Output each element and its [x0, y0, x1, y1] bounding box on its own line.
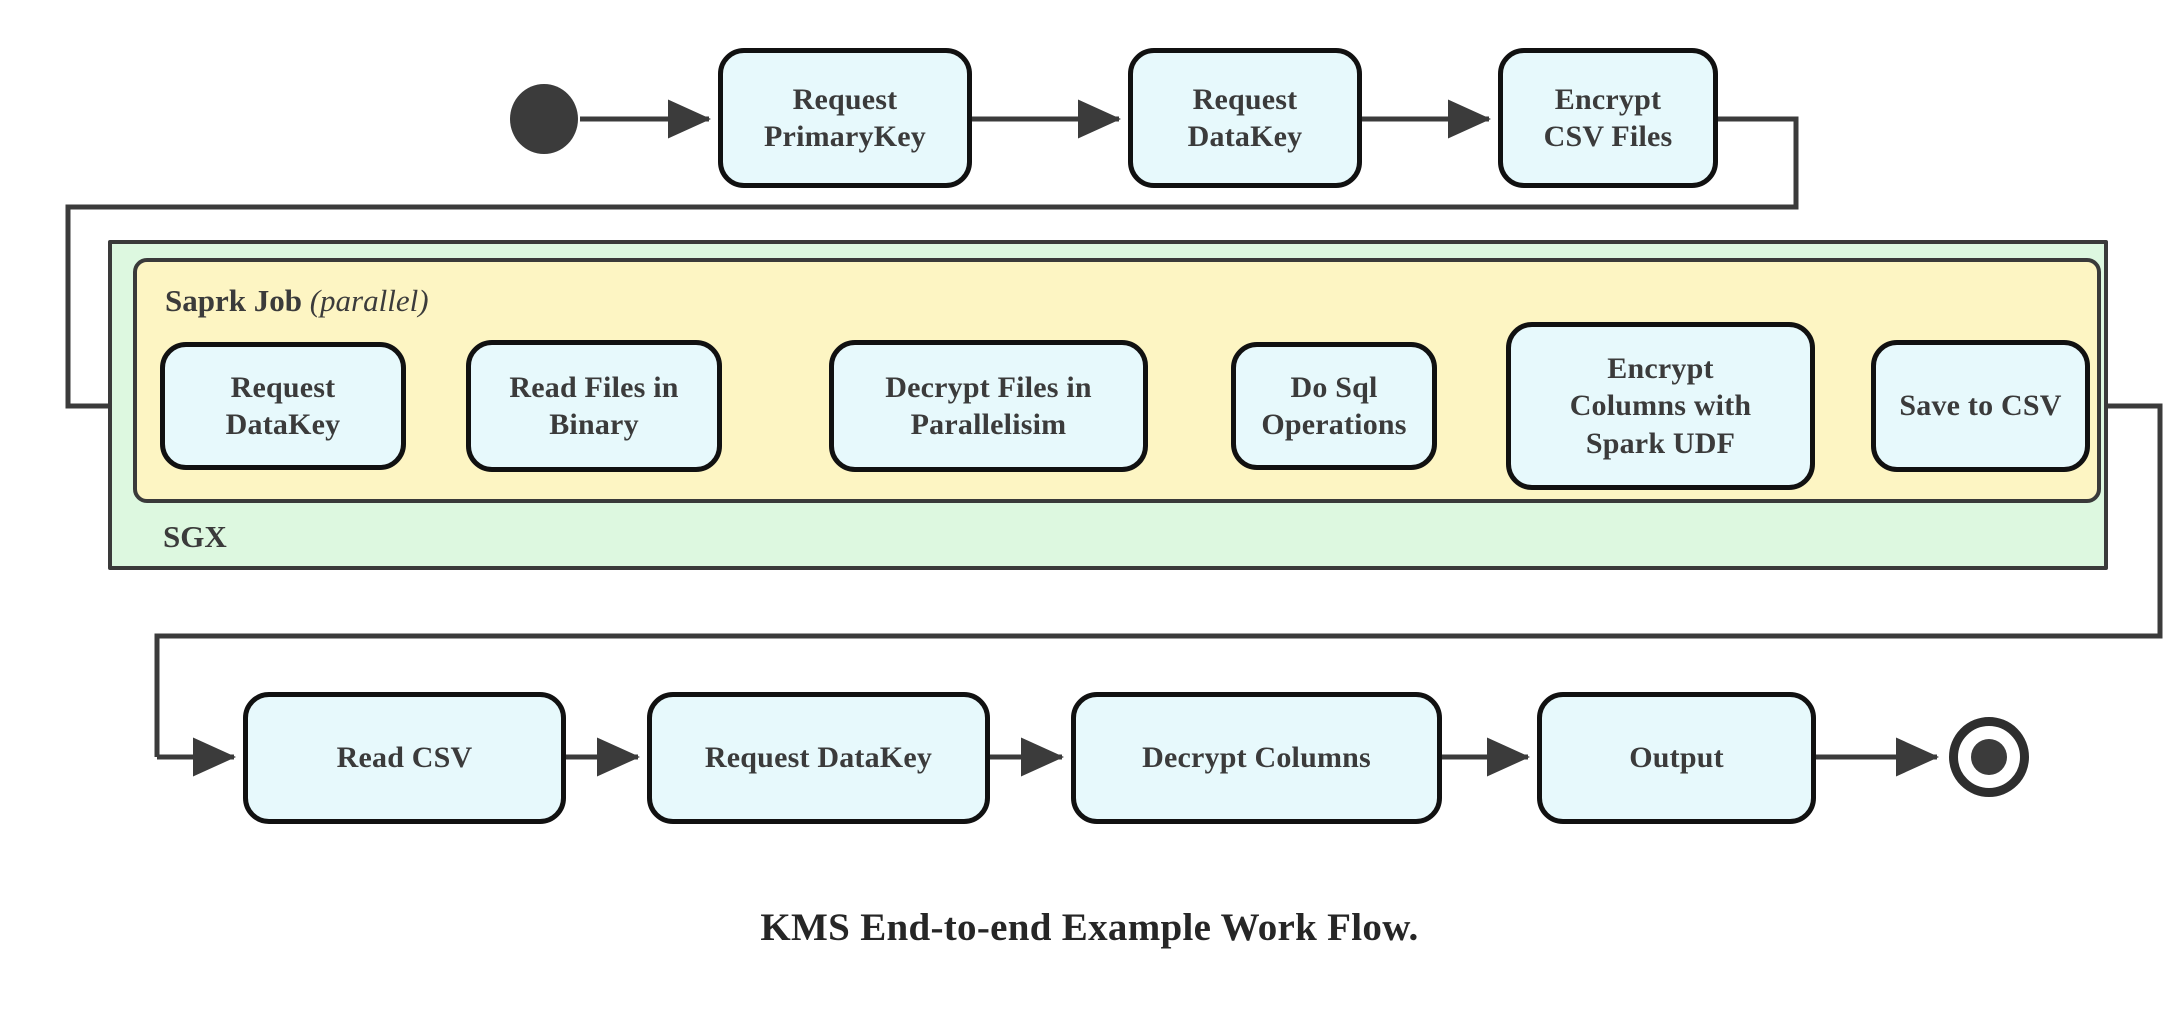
- node-request-datakey-bottom-label: Request DataKey: [704, 741, 933, 775]
- node-request-primarykey-label: Request PrimaryKey: [764, 82, 926, 153]
- node-request-datakey-top-label: Request DataKey: [1187, 82, 1303, 153]
- node-read-csv[interactable]: Read CSV: [243, 692, 566, 824]
- node-encrypt-columns-with-spark-udf[interactable]: Encrypt Columns with Spark UDF: [1506, 322, 1815, 490]
- node-request-datakey-top[interactable]: Request DataKey: [1128, 48, 1362, 188]
- node-request-datakey-bottom[interactable]: Request DataKey: [647, 692, 990, 824]
- node-do-sql-operations-label: Do Sql Operations: [1261, 370, 1407, 441]
- node-encrypt-columns-with-spark-udf-label: Encrypt Columns with Spark UDF: [1569, 352, 1752, 460]
- node-output-label: Output: [1629, 741, 1724, 775]
- node-read-files-in-binary[interactable]: Read Files in Binary: [466, 340, 722, 472]
- node-save-to-csv-label: Save to CSV: [1899, 389, 2062, 423]
- spark-job-label-main: Saprk Job: [165, 283, 302, 318]
- start-state-marker: [510, 84, 578, 154]
- end-state-marker: [1949, 717, 2029, 797]
- node-request-datakey-spark[interactable]: Request DataKey: [160, 342, 406, 470]
- end-state-inner-dot: [1971, 739, 2007, 775]
- diagram-caption: KMS End-to-end Example Work Flow.: [0, 905, 2179, 950]
- node-decrypt-files-in-parallelisim[interactable]: Decrypt Files in Parallelisim: [829, 340, 1148, 472]
- node-encrypt-csv-files-label: Encrypt CSV Files: [1543, 82, 1673, 153]
- node-do-sql-operations[interactable]: Do Sql Operations: [1231, 342, 1437, 470]
- diagram-caption-text: KMS End-to-end Example Work Flow.: [760, 906, 1419, 949]
- sgx-label-text: SGX: [163, 519, 227, 554]
- spark-job-label: Saprk Job (parallel): [165, 283, 429, 319]
- node-read-files-in-binary-label: Read Files in Binary: [509, 370, 679, 441]
- node-read-csv-label: Read CSV: [336, 741, 473, 775]
- node-save-to-csv[interactable]: Save to CSV: [1871, 340, 2090, 472]
- sgx-label: SGX: [163, 519, 227, 555]
- node-decrypt-files-in-parallelisim-label: Decrypt Files in Parallelisim: [885, 370, 1092, 441]
- node-decrypt-columns-label: Decrypt Columns: [1142, 741, 1371, 775]
- node-output[interactable]: Output: [1537, 692, 1816, 824]
- spark-job-label-parallel: (parallel): [309, 283, 429, 318]
- node-request-datakey-spark-label: Request DataKey: [225, 370, 341, 441]
- node-decrypt-columns[interactable]: Decrypt Columns: [1071, 692, 1442, 824]
- node-encrypt-csv-files[interactable]: Encrypt CSV Files: [1498, 48, 1718, 188]
- node-request-primarykey[interactable]: Request PrimaryKey: [718, 48, 972, 188]
